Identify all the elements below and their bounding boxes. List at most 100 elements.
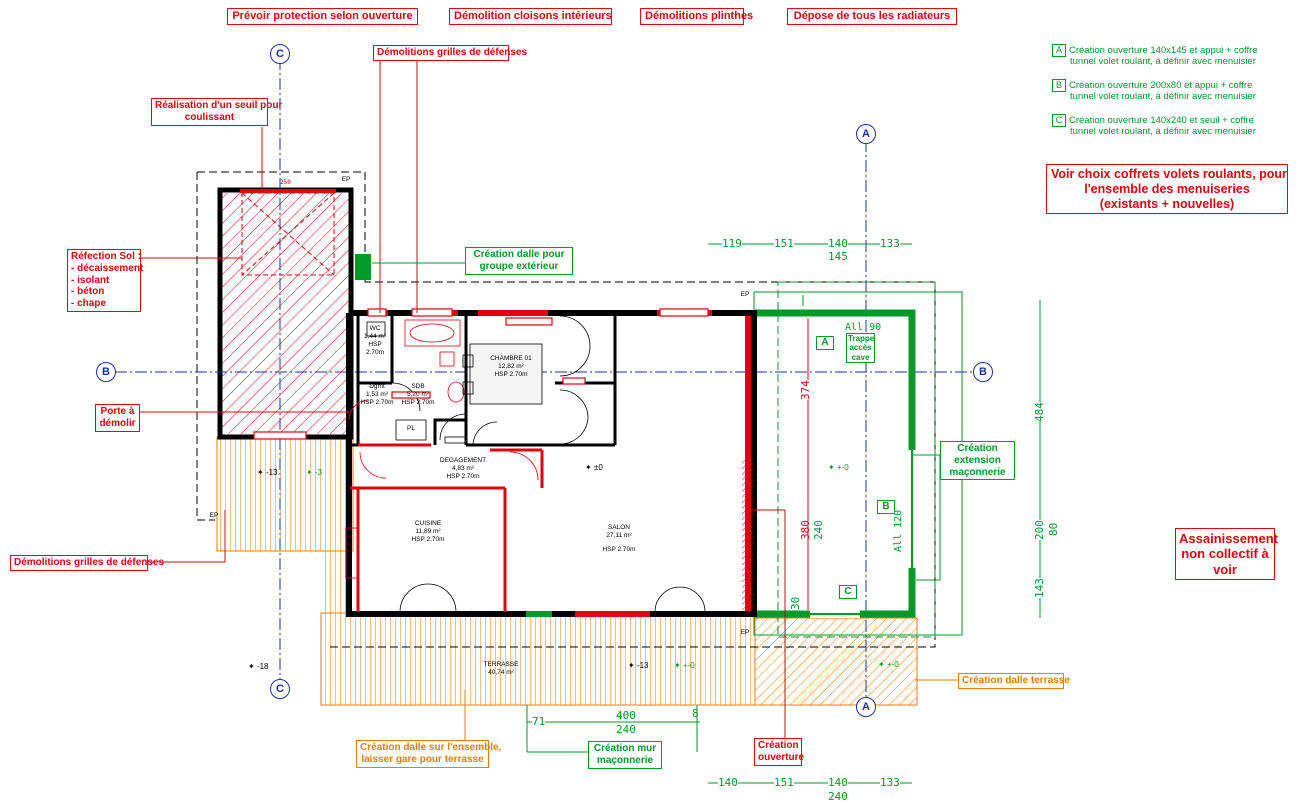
axis-b-right-marker: B xyxy=(973,362,993,382)
volets-line-3: (existants + nouvelles) xyxy=(1099,196,1235,211)
level-dalle-pm0-value: +-0 xyxy=(886,660,899,669)
ep-marker: EP xyxy=(740,629,750,636)
room-dgmt-hsp: HSP 2.70m xyxy=(360,399,394,406)
opening-marker-a: A xyxy=(816,336,834,350)
room-chambre-area: 12,82 m² xyxy=(498,363,524,370)
house-walls xyxy=(346,310,757,617)
room-cuisine-area: 11,89 m² xyxy=(415,528,441,535)
level-left-m13: ✦ -13 xyxy=(257,468,278,477)
label-demolition-cloisons: Démolition cloisons intérieurs xyxy=(449,8,612,25)
dim-v-30: 30 xyxy=(789,596,802,610)
room-terrasse-name: TERRASSE xyxy=(483,661,519,668)
trappe-line-3: cave xyxy=(851,352,870,362)
extension-line-1: Création xyxy=(957,443,998,454)
label-creation-extension: Création extension maçonnerie xyxy=(940,441,1015,481)
seuil-line-2: coulissant xyxy=(184,111,235,123)
legend-b-line-2: tunnel volet roulant, à définir avec men… xyxy=(1070,91,1256,102)
dim-mid-240: 240 xyxy=(616,723,636,736)
ouverture-line-1: Création xyxy=(758,740,799,751)
level-m18: ✦ -18 xyxy=(248,662,269,671)
dim-bot-240: 240 xyxy=(828,790,848,803)
axis-b-left-marker: B xyxy=(96,362,116,382)
legend-b-line-1: Création ouverture 200x80 et appui + cof… xyxy=(1069,80,1253,91)
legend-c-line-1: Création ouverture 140x240 et seuil + co… xyxy=(1069,115,1254,126)
dim-bot-151: 151 xyxy=(774,776,794,789)
room-dgmt-area: 1,53 m² xyxy=(365,391,389,398)
room-degagement: DEGAGEMENT 4,83 m² HSP 2.70m xyxy=(437,457,489,481)
label-creation-ouverture: Création ouverture xyxy=(754,738,804,766)
volets-line-2: l'ensemble des menuiseries xyxy=(1084,181,1250,196)
room-terrasse-area: 40,74 m² xyxy=(488,669,514,676)
seuil-line-1: Réalisation d'un seuil pour xyxy=(155,100,283,111)
room-sdb: SDB 5,20 m² HSP 2.70m xyxy=(400,383,436,407)
label-assainissement: Assainissement non collectif à voir xyxy=(1175,528,1278,580)
dim-mid-400: 400 xyxy=(616,709,636,722)
terrasse-slab xyxy=(216,436,918,706)
mur-line-2: maçonnerie xyxy=(596,754,654,766)
room-salon-hsp: HSP 2.70m xyxy=(602,546,636,553)
refection-item-3: - béton xyxy=(71,286,105,298)
label-seuil: Réalisation d'un seuil pour coulissant xyxy=(151,98,283,126)
extension-line-3: maçonnerie xyxy=(949,466,1006,478)
level-extension: ✦ +-0 xyxy=(828,463,849,472)
room-degagement-name: DEGAGEMENT xyxy=(439,457,487,464)
dim-right-80: 80 xyxy=(1047,522,1060,536)
dim-bot-133: 133 xyxy=(880,776,900,789)
room-wc-hsp: HSP 2.70m xyxy=(365,341,385,356)
dim-right-484: 484 xyxy=(1033,402,1046,422)
label-grilles-top: Démolitions grilles de défenses xyxy=(373,45,527,61)
room-sdb-name: SDB xyxy=(411,383,425,390)
label-grilles-left: Démolitions grilles de défenses xyxy=(10,555,164,571)
room-degagement-area: 4,83 m² xyxy=(451,465,475,472)
legend-c-line-2: tunnel volet roulant, à définir avec men… xyxy=(1070,126,1256,137)
legend-a-line-2: tunnel volet roulant, à définir avec men… xyxy=(1070,56,1256,67)
dalle-ensemble-line-1: Création dalle sur l'ensemble, xyxy=(360,742,502,753)
room-degagement-hsp: HSP 2.70m xyxy=(446,473,480,480)
label-dalle-ensemble: Création dalle sur l'ensemble, laisser g… xyxy=(356,740,502,768)
assainissement-line-1: Assainissement xyxy=(1179,531,1278,546)
axis-c-bottom-marker: C xyxy=(270,679,290,699)
legend-key-a: A xyxy=(1052,44,1066,57)
refection-item-4: - chape xyxy=(71,298,107,310)
mur-line-1: Création mur xyxy=(593,743,657,754)
level-terrasse-pm0-value: +-0 xyxy=(682,661,695,670)
dim-top-151: 151 xyxy=(774,237,794,250)
ep-marker: EP xyxy=(740,291,750,298)
label-protection: Prévoir protection selon ouverture xyxy=(227,8,418,25)
room-terrasse: TERRASSE 40,74 m² xyxy=(478,661,524,677)
label-dalle-terrasse: Création dalle terrasse xyxy=(958,673,1070,689)
room-chambre-hsp: HSP 2.70m xyxy=(494,371,528,378)
ep-marker: EP xyxy=(209,512,219,519)
trappe-line-2: accès xyxy=(849,343,872,353)
label-depose-radiateurs: Dépose de tous les radiateurs xyxy=(787,8,957,25)
room-sdb-area: 5,20 m² xyxy=(406,391,430,398)
label-refection-sol: Réfection Sol : - décaissement - isolant… xyxy=(67,249,143,312)
dalle-groupe-line-2: groupe extérieur xyxy=(479,260,559,272)
level-dalle-pm0: ✦ +-0 xyxy=(878,660,899,669)
level-terrasse-pm0: ✦ +-0 xyxy=(674,661,695,670)
dim-top-140: 140 xyxy=(828,237,848,250)
axis-c-top-marker: C xyxy=(270,44,290,64)
label-volets-roulants: Voir choix coffrets volets roulants, pou… xyxy=(1046,164,1288,215)
dim-mid-71: 71 xyxy=(532,715,546,728)
refection-item-2: - isolant xyxy=(71,274,110,286)
legend-key-b: B xyxy=(1052,79,1066,92)
volets-line-1: Voir choix coffrets volets roulants, pou… xyxy=(1051,167,1287,181)
dim-v-380: 380 xyxy=(799,520,812,540)
room-dgmt: Dgmt 1,53 m² HSP 2.70m xyxy=(360,383,394,407)
level-extension-value: +-0 xyxy=(836,463,849,472)
level-terrasse-m13-value: -13 xyxy=(636,661,649,670)
room-salon: SALON 27,11 m² HSP 2.70m xyxy=(594,524,644,554)
dim-v-374: 374 xyxy=(799,380,812,400)
dalle-ensemble-line-2: laisser gare pour terrasse xyxy=(361,753,484,765)
opening-marker-b: B xyxy=(877,500,895,514)
refection-title: Réfection Sol : xyxy=(71,251,142,262)
trappe-line-1: Trappe xyxy=(848,334,875,343)
room-salon-area: 27,11 m² xyxy=(606,532,632,539)
extension-walls xyxy=(355,254,916,618)
legend-key-c: C xyxy=(1052,114,1066,127)
level-m3-value: -3 xyxy=(314,468,323,477)
